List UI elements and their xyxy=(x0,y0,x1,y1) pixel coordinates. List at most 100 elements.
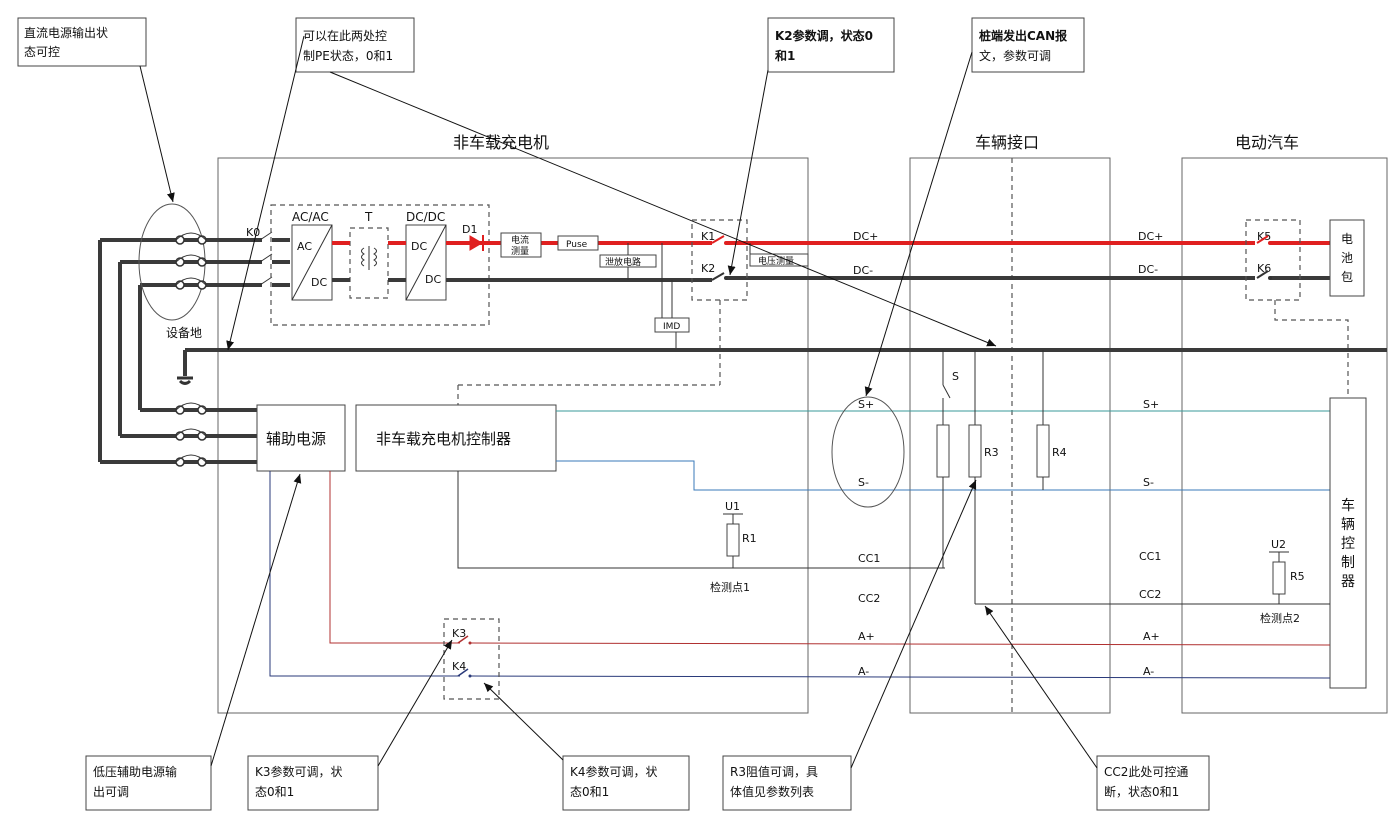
ground-symbol xyxy=(177,376,193,385)
a-plus-label-charger: A+ xyxy=(858,630,875,643)
cc1-label-ev: CC1 xyxy=(1139,550,1161,563)
callout-dc-power: 直流电源输出状 态可控 xyxy=(17,17,147,67)
diode-d1 xyxy=(469,235,484,251)
battery-label-3: 包 xyxy=(1341,270,1353,284)
dc-plus-label-ev: DC+ xyxy=(1138,230,1163,243)
svg-text:出可调: 出可调 xyxy=(93,785,129,799)
callout-aux: 低压辅助电源输 出可调 xyxy=(85,755,212,811)
battery-label-2: 池 xyxy=(1341,251,1353,265)
svg-text:K4参数可调，状: K4参数可调，状 xyxy=(570,764,658,779)
svg-text:态0和1: 态0和1 xyxy=(570,785,609,799)
r5-label: R5 xyxy=(1290,570,1305,583)
fuse-label: Puse xyxy=(566,240,588,250)
svg-text:制PE状态，0和1: 制PE状态，0和1 xyxy=(303,49,393,63)
svg-text:断，状态0和1: 断，状态0和1 xyxy=(1104,784,1179,799)
r4-resistor xyxy=(1036,424,1050,478)
s-minus-label-charger: S- xyxy=(858,476,869,489)
svg-text:R3阻值可调，具: R3阻值可调，具 xyxy=(730,764,818,779)
callout-r3: R3阻值可调，具 体值见参数列表 xyxy=(722,755,852,811)
svg-text:直流电源输出状: 直流电源输出状 xyxy=(24,25,108,40)
s-plus-label-charger: S+ xyxy=(858,398,874,411)
charger-controller-block xyxy=(355,404,557,472)
battery-label-1: 电 xyxy=(1341,232,1353,246)
svg-text:K2参数调，状态0: K2参数调，状态0 xyxy=(775,28,873,43)
dcdc-label: DC/DC xyxy=(406,210,445,224)
acac-ac: AC xyxy=(297,240,312,253)
u1-label: U1 xyxy=(725,500,740,513)
svg-text:态可控: 态可控 xyxy=(24,45,60,59)
k4-switch xyxy=(457,668,469,677)
d1-label: D1 xyxy=(462,223,477,236)
dc-plus-label-charger: DC+ xyxy=(853,230,878,243)
svg-text:桩端发出CAN报: 桩端发出CAN报 xyxy=(979,28,1067,43)
power-module-box xyxy=(270,204,490,326)
aux-power-block xyxy=(256,404,346,472)
imd-block xyxy=(654,317,690,333)
callout-can: 桩端发出CAN报 文，参数可调 xyxy=(971,17,1085,73)
charger-controller-label: 非车载充电机控制器 xyxy=(376,430,511,448)
u2-label: U2 xyxy=(1271,538,1286,551)
a-plus-label-ev: A+ xyxy=(1143,630,1160,643)
transformer-coils xyxy=(361,246,377,270)
fuse-block xyxy=(557,235,599,251)
k3-switch xyxy=(457,635,469,644)
k1-label: K1 xyxy=(701,230,715,243)
k5-k6-box xyxy=(1245,219,1301,301)
detect2-label: 检测点2 xyxy=(1260,611,1300,625)
current-measure-label-2: 测量 xyxy=(511,246,529,257)
s-switch-blade xyxy=(942,384,951,399)
acac-dc: DC xyxy=(311,276,327,289)
transformer-box xyxy=(349,227,389,299)
k3-label: K3 xyxy=(452,627,466,640)
dc-minus-label-charger: DC- xyxy=(853,264,873,277)
k1-switch xyxy=(711,235,728,245)
dcdc-out: DC xyxy=(425,273,441,286)
r3-label: R3 xyxy=(984,446,999,459)
callout-k4: K4参数可调，状 态0和1 xyxy=(562,755,690,811)
r5-resistor xyxy=(1272,561,1286,595)
a-minus-label-charger: A- xyxy=(858,665,869,678)
acac-diagonal xyxy=(291,224,333,301)
a-plus-line-charger xyxy=(329,471,460,644)
cc1-line xyxy=(457,471,945,569)
k4-label: K4 xyxy=(452,660,466,673)
s-plus-label-ev: S+ xyxy=(1143,398,1159,411)
k3-k4-box xyxy=(443,618,500,700)
aux-power-label: 辅助电源 xyxy=(266,430,326,448)
discharge-label: 泄放电路 xyxy=(605,256,641,268)
k2-label: K2 xyxy=(701,262,715,275)
svg-text:K3参数可调，状: K3参数可调，状 xyxy=(255,764,343,779)
svg-text:体值见参数列表: 体值见参数列表 xyxy=(730,784,814,799)
r3-resistor xyxy=(968,424,982,478)
svg-text:文，参数可调: 文，参数可调 xyxy=(979,48,1051,63)
svg-text:CC2此处可控通: CC2此处可控通 xyxy=(1104,765,1188,779)
acac-label: AC/AC xyxy=(292,210,329,224)
discharge-block xyxy=(599,254,657,268)
k4-contact xyxy=(468,674,472,678)
interface-frame xyxy=(909,157,1111,714)
k0-switch xyxy=(259,231,273,286)
transformer-label: T xyxy=(364,210,373,224)
equipment-ground-label: 设备地 xyxy=(166,326,202,340)
current-measure-label-1: 电流 xyxy=(511,234,529,246)
svg-text:态0和1: 态0和1 xyxy=(255,785,294,799)
callout-cc2: CC2此处可控通 断，状态0和1 xyxy=(1096,755,1210,811)
svg-text:可以在此两处控: 可以在此两处控 xyxy=(303,29,387,43)
battery-pack xyxy=(1329,219,1365,297)
vehicle-controller-char: 制 xyxy=(1341,555,1355,571)
r4-label: R4 xyxy=(1052,446,1067,459)
s-minus-line xyxy=(556,460,1330,491)
r-s-resistor xyxy=(936,424,950,478)
a-minus-line-charger xyxy=(269,471,460,677)
vehicle-controller-char: 辆 xyxy=(1341,517,1355,533)
imd-label: IMD xyxy=(663,322,680,332)
callout-k2: K2参数调，状态0 和1 xyxy=(767,17,895,73)
cc2-label-charger: CC2 xyxy=(858,592,880,605)
a-minus-line-main xyxy=(469,675,1331,679)
k5-k6-control-dash xyxy=(1274,300,1349,398)
vehicle-controller-char: 器 xyxy=(1341,574,1355,590)
callout-arrows xyxy=(139,35,1098,769)
k0-gaps xyxy=(262,237,272,288)
